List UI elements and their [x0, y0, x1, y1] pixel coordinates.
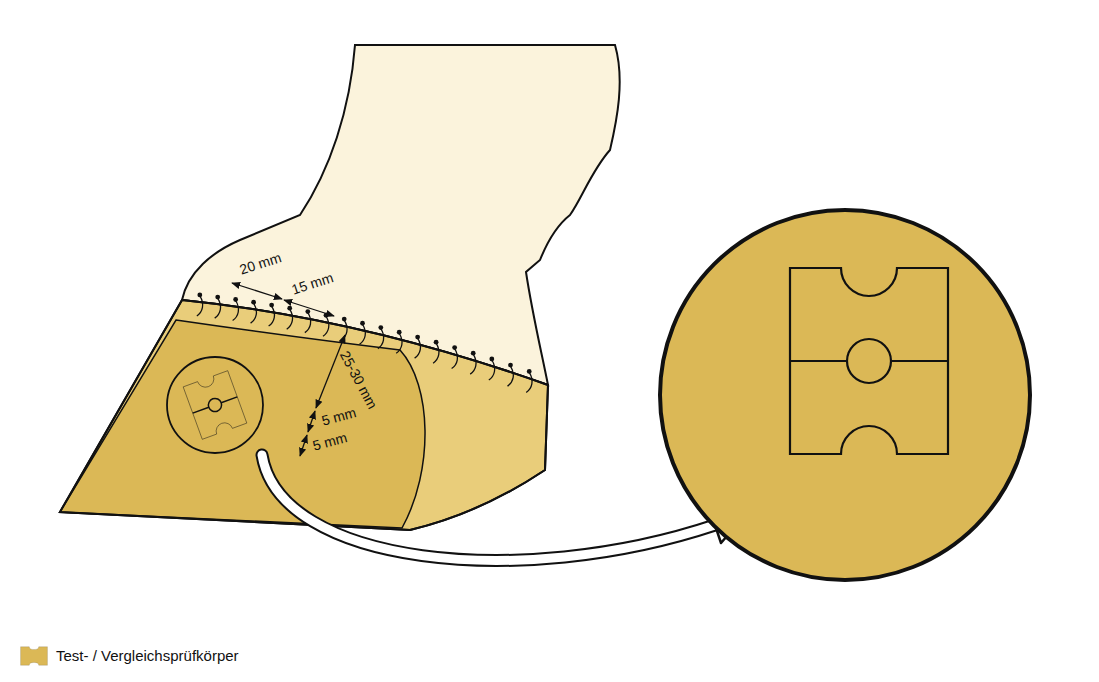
specimen-small [183, 371, 247, 440]
legend-specimen-icon [21, 647, 48, 666]
dimension-lines [232, 283, 345, 456]
hoof-outline [60, 300, 548, 530]
sample-site [167, 357, 263, 453]
specimen-large [790, 268, 948, 454]
sample-region [60, 320, 425, 528]
legend-text: Test- / Vergleichsprüfkörper [56, 648, 239, 663]
zoom-arrow [262, 455, 745, 560]
zoom-circle [660, 210, 1030, 580]
hoof-wall [60, 300, 548, 530]
